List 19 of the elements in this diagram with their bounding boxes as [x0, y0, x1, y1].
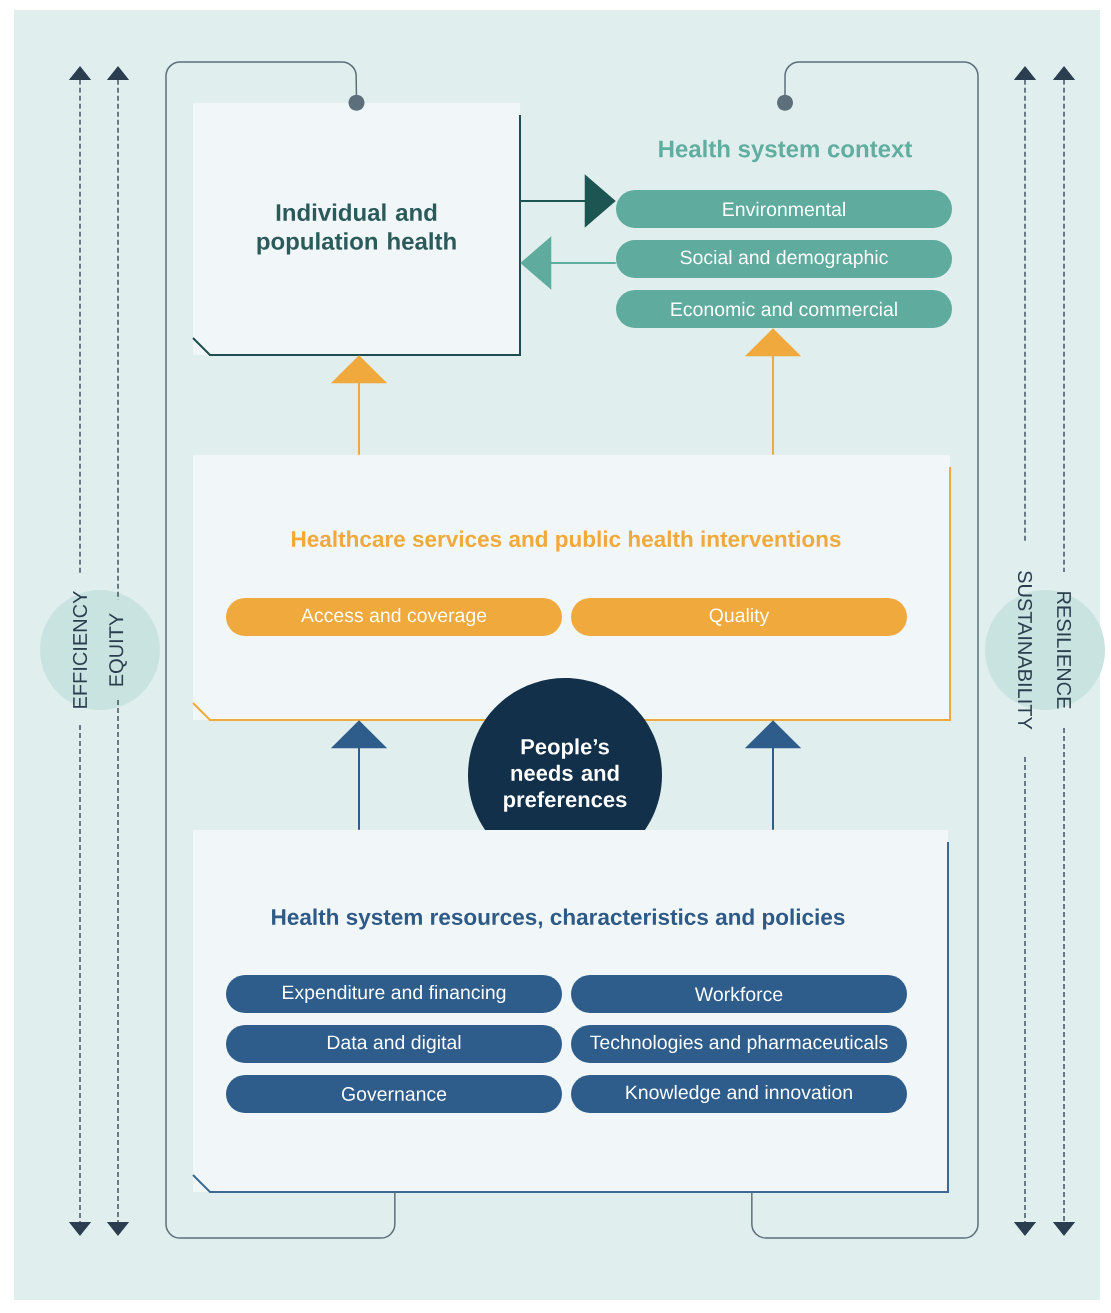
pill-label: Knowledge and innovation	[571, 1075, 907, 1113]
pill-label: Technologies and pharmaceuticals	[571, 1025, 907, 1063]
side-label: SUSTAINABILITY	[1017, 571, 1033, 730]
pill-label: Data and digital	[226, 1025, 562, 1063]
pill-label: Environmental	[616, 190, 952, 228]
pill-label: Social and demographic	[616, 240, 952, 278]
pill-label: Expenditure and financing	[226, 975, 562, 1013]
pill-label: Access and coverage	[226, 598, 562, 636]
pill-label: Quality	[571, 598, 907, 636]
content-box: Individual and population health	[192, 103, 521, 356]
pill-label: Workforce	[571, 975, 907, 1013]
connector-line	[751, 61, 979, 1239]
side-label: RESILIENCE	[1056, 592, 1072, 709]
side-label: EQUITY	[109, 613, 127, 686]
heading: Health system context	[659, 139, 913, 163]
pill-label: Governance	[226, 1075, 562, 1113]
connector-line	[165, 61, 396, 1239]
side-label: EFFICIENCY	[72, 591, 88, 708]
pill-label: Economic and commercial	[616, 290, 952, 328]
